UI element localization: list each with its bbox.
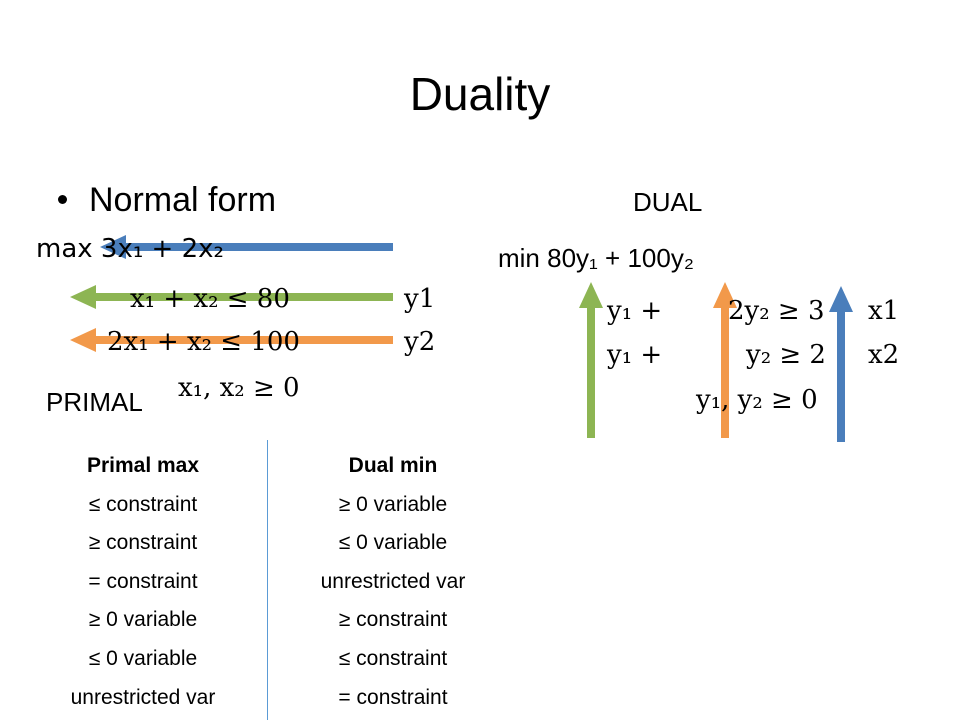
bullet-dot-icon	[58, 194, 67, 204]
bullet-text: Normal form	[89, 181, 277, 219]
primal-row: ≥ 0 variable	[88, 608, 198, 632]
primal-row: ≥ constraint	[88, 531, 198, 555]
dual-row-2-right: y₂ ≥ 2	[746, 340, 826, 370]
slide-title: Duality	[409, 68, 551, 120]
dual-row: ≥ 0 variable	[338, 492, 448, 516]
dual-min-column: Dual min ≥ 0 variable ≤ 0 variable unres…	[275, 447, 511, 717]
primal-row: unrestricted var	[70, 685, 216, 709]
dual-row-2-left: y₁ +	[607, 340, 663, 370]
dual-label: DUAL	[633, 187, 703, 217]
arrow-dual-green	[579, 282, 603, 438]
arrow-dual-blue	[829, 286, 853, 442]
primal-max-column: Primal max ≤ constraint ≥ constraint = c…	[28, 447, 258, 717]
primal-objective: max 3x₁ + 2x₂	[36, 233, 224, 265]
dual-row: ≤ constraint	[338, 646, 448, 670]
dual-objective: min 80y₁ + 100y₂	[498, 243, 694, 273]
primal-constraint-1: x₁ + x₂ ≤ 80	[130, 284, 290, 314]
dual-row: ≤ 0 variable	[338, 531, 448, 555]
primal-max-header: Primal max	[86, 454, 200, 477]
dual-row: unrestricted var	[320, 569, 466, 593]
primal-label: PRIMAL	[46, 387, 143, 417]
primal-row: ≤ constraint	[88, 492, 198, 516]
primal-constraint-2: 2x₁ + x₂ ≤ 100	[107, 327, 300, 357]
bullet-normal-form: Normal form	[58, 178, 276, 222]
primal-dual-var-y1: y1	[404, 284, 436, 314]
primal-row: ≤ 0 variable	[88, 646, 198, 670]
primal-dual-var-y2: y2	[404, 327, 436, 357]
primal-row: = constraint	[88, 569, 198, 593]
dual-row-1-left: y₁ +	[607, 296, 663, 326]
table-divider	[267, 440, 268, 720]
dual-min-header: Dual min	[348, 454, 438, 477]
dual-primal-var-x1: x1	[868, 296, 900, 326]
dual-row-1-right: 2y₂ ≥ 3	[728, 296, 825, 326]
dual-row: ≥ constraint	[338, 608, 448, 632]
dual-primal-var-x2: x2	[868, 340, 900, 370]
primal-nonneg: x₁, x₂ ≥ 0	[178, 373, 300, 403]
primal-objective-text: max 3x₁ + 2x₂	[36, 234, 224, 264]
dual-nonneg: y₁, y₂ ≥ 0	[696, 385, 818, 415]
dual-row: = constraint	[338, 685, 448, 709]
